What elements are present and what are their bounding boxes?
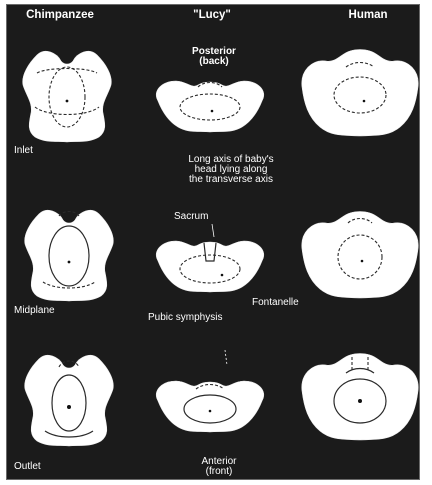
pubic-symphysis-label: Pubic symphysis <box>148 313 222 323</box>
posterior-annotation: Posterior (back) <box>192 47 236 67</box>
human-midplane-pelvis <box>302 212 418 299</box>
sacrum-leader-line <box>212 224 214 237</box>
inlet-row-label: Inlet <box>14 146 33 156</box>
long-axis-annotation: Long axis of baby's head lying along the… <box>188 155 273 185</box>
lucy-inlet-pelvis <box>156 81 264 132</box>
posterior-sublabel: (back) <box>192 57 236 67</box>
long-axis-line-3: the transverse axis <box>188 175 273 185</box>
anterior-sublabel: (front) <box>201 467 236 477</box>
chimp-outlet-pelvis <box>25 355 114 446</box>
lucy-midplane-pelvis <box>156 241 264 292</box>
pelvis-illustrations <box>7 5 419 479</box>
figure-panel: Chimpanzee "Lucy" Human Inlet Midplane O… <box>6 4 420 480</box>
anterior-annotation: Anterior (front) <box>201 457 236 477</box>
chimp-inlet-pelvis <box>23 51 112 142</box>
human-outlet-pelvis <box>302 354 418 441</box>
midplane-row-label: Midplane <box>14 306 55 316</box>
lucy-column-header: "Lucy" <box>193 10 231 22</box>
human-inlet-pelvis <box>302 50 418 137</box>
chimp-midplane-pelvis <box>25 210 114 301</box>
fontanelle-label: Fontanelle <box>252 298 299 308</box>
chimpanzee-column-header: Chimpanzee <box>26 10 94 22</box>
outlet-leader-line <box>225 350 227 365</box>
outlet-row-label: Outlet <box>14 462 41 472</box>
human-column-header: Human <box>349 10 388 22</box>
lucy-outlet-pelvis <box>156 381 264 432</box>
sacrum-label: Sacrum <box>174 212 208 222</box>
